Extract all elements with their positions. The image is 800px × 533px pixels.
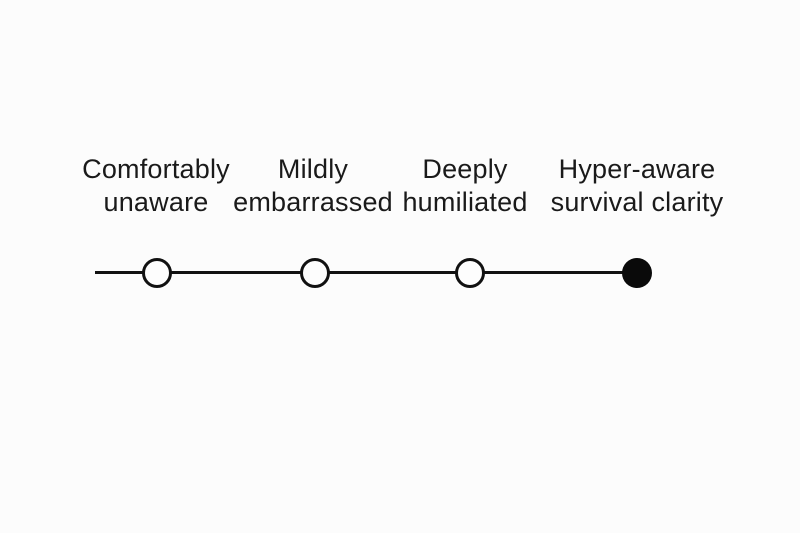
spectrum-node-deeply-humiliated xyxy=(455,258,485,288)
stage-label-line2: embarrassed xyxy=(233,187,393,217)
spectrum-node-mildly-embarrassed xyxy=(300,258,330,288)
stage-label-deeply-humiliated: Deeply humiliated xyxy=(402,153,527,219)
spectrum-line xyxy=(95,271,640,274)
stage-label-line1: Hyper-aware xyxy=(558,154,716,184)
stage-label-line1: Comfortably xyxy=(82,154,230,184)
stage-label-line2: humiliated xyxy=(402,187,528,217)
spectrum-node-hyper-aware-filled xyxy=(622,258,652,288)
stage-label-line1: Deeply xyxy=(422,154,508,184)
stage-label-line2: survival clarity xyxy=(550,187,724,217)
stage-label-line1: Mildly xyxy=(277,154,349,184)
stage-label-line2: unaware xyxy=(103,187,209,217)
spectrum-node-comfortably-unaware xyxy=(142,258,172,288)
stage-label-mildly-embarrassed: Mildly embarrassed xyxy=(233,153,393,219)
stage-label-hyper-aware-survival-clarity: Hyper-aware survival clarity xyxy=(551,153,724,219)
stage-label-comfortably-unaware: Comfortably unaware xyxy=(82,153,230,219)
